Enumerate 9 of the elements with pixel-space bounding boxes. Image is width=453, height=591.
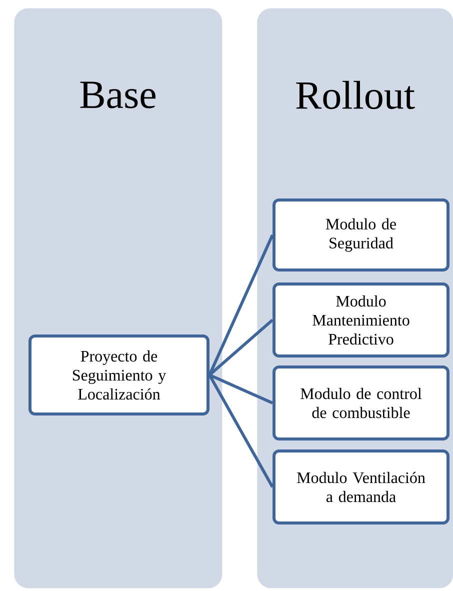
text-box: Modulo de Seguridad	[272, 198, 450, 272]
connector-line	[208, 318, 274, 376]
connector-line	[208, 374, 274, 404]
text-box: Modulo Mantenimiento Predictivo	[272, 282, 450, 358]
text-box: Modulo de control de combustible	[272, 366, 450, 440]
text-box: Proyecto de Seguimiento y Localización	[28, 334, 210, 416]
connector-line	[208, 234, 274, 376]
connector-line	[208, 374, 274, 488]
text-box: Modulo Ventilación a demanda	[272, 450, 450, 524]
